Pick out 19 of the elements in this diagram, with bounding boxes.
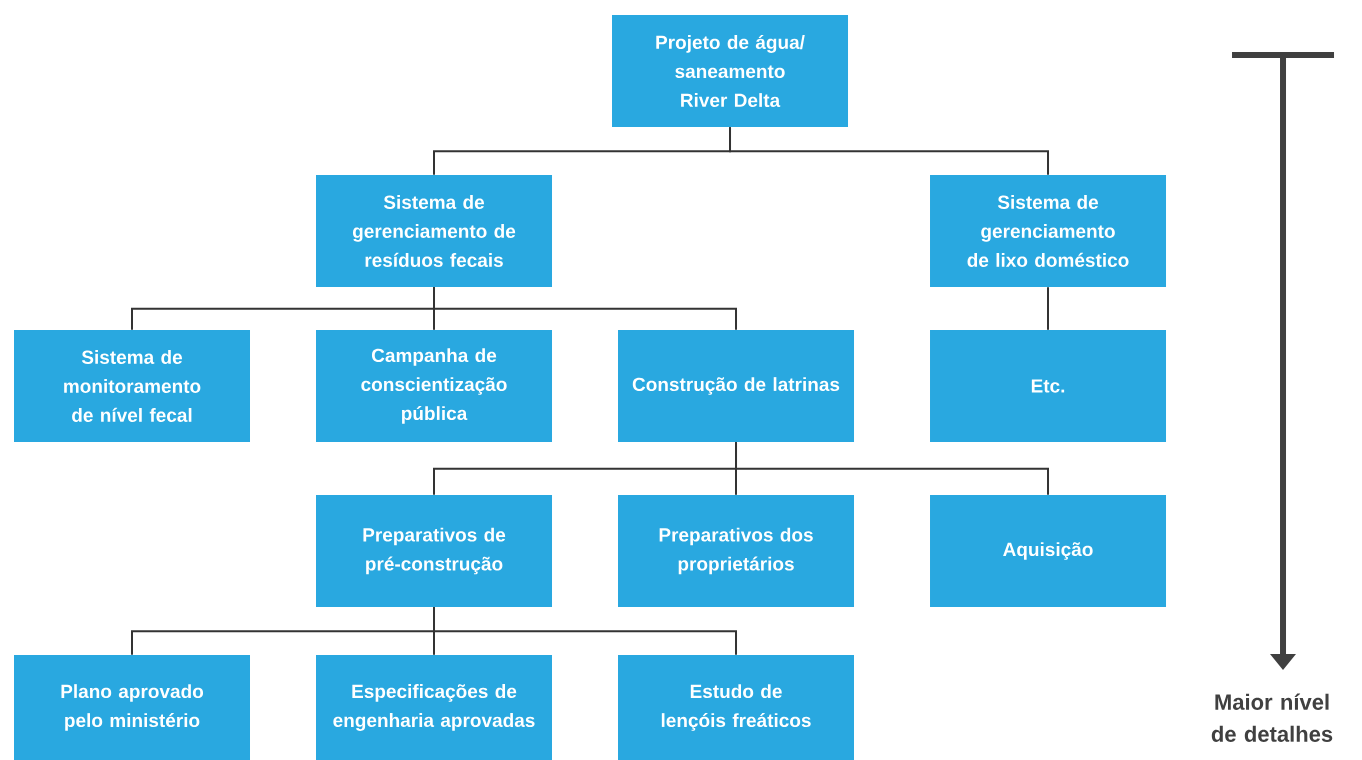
- connector: [1047, 286, 1049, 331]
- process-box: Construção de latrinas: [618, 330, 854, 442]
- connector: [433, 286, 737, 331]
- process-box: Sistema de monitoramento de nível fecal: [14, 330, 250, 442]
- process-box: Sistema de gerenciamento de lixo doméstico: [930, 175, 1166, 287]
- process-box: Preparativos dos proprietários: [618, 495, 854, 607]
- axis-label: Maior nível de detalhes: [1211, 693, 1333, 742]
- connector: [729, 126, 1049, 176]
- connector: [735, 441, 1049, 496]
- process-box: Preparativos de pré-construção: [316, 495, 552, 607]
- process-box: Plano aprovado pelo ministério: [14, 655, 250, 760]
- process-box: Estudo de lençóis freáticos: [618, 655, 854, 760]
- process-box: Especificações de engenharia aprovadas: [316, 655, 552, 760]
- process-box: Etc.: [930, 330, 1166, 442]
- connector: [433, 606, 737, 656]
- process-box: Sistema de gerenciamento de resíduos fecais: [316, 175, 552, 287]
- process-box: Campanha de conscientização pública: [316, 330, 552, 442]
- process-box: Projeto de água/ saneamento River Delta: [612, 15, 848, 127]
- process-box: Aquisição: [930, 495, 1166, 607]
